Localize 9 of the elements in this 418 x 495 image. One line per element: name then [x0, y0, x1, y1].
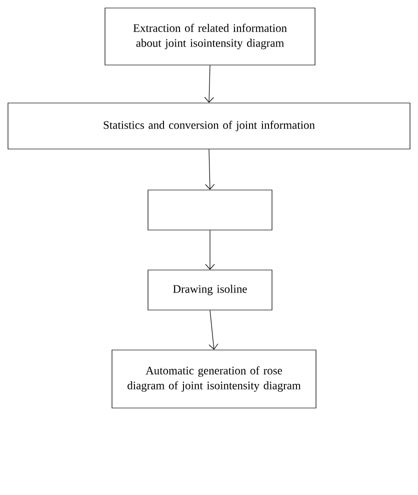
arrow	[204, 65, 214, 103]
arrow	[208, 310, 218, 350]
process-box: Drawing isoline	[148, 270, 272, 310]
process-box: Automatic generation of rose diagram of joint isointensity diagram	[112, 350, 316, 408]
process-box: Statistics and conversion of joint information	[8, 102, 410, 150]
arrow	[205, 230, 215, 270]
arrow	[205, 149, 215, 190]
process-box	[148, 190, 272, 230]
process-box: Extraction of related information about joint isointensity diagram	[104, 8, 316, 66]
